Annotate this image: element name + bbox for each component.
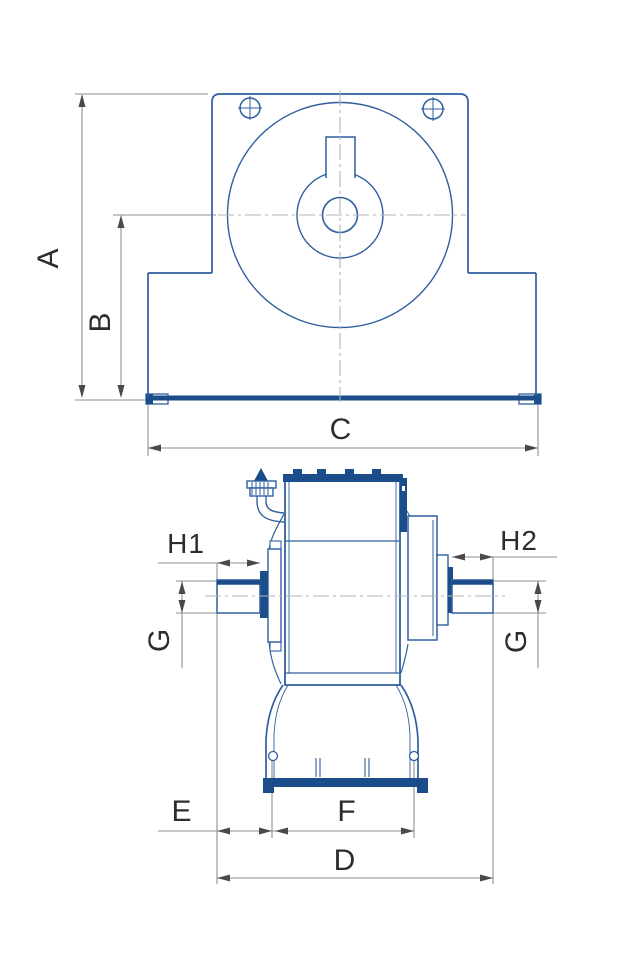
dim-label-F: F [337,795,357,828]
side-top-bolts [293,469,381,474]
centerlines [205,90,505,597]
side-base-foot-right [417,787,428,793]
dim-label-G-right: G [500,628,533,654]
dim-label-G-left: G [143,627,176,653]
side-foot-bolt-right [408,750,420,762]
dim-label-H1: H1 [167,528,205,559]
dim-label-C: C [329,413,353,446]
side-body-split-lines [286,540,399,674]
side-pedestal-flare-inner [273,684,411,778]
side-rear-block [407,515,438,641]
side-corner-bolt [402,486,405,491]
side-base-foot-left [263,787,274,793]
side-view [216,468,494,793]
dim-label-B: B [84,311,117,333]
dim-label-A: A [32,247,65,269]
dimension-lines [75,93,557,884]
front-foot-pad-right [534,394,541,404]
screw-left-icon [238,96,262,120]
breather-valve-icon [246,468,285,523]
dim-label-E: E [171,795,193,828]
side-base-slots [315,758,370,777]
front-housing-body [147,272,537,396]
side-left-hub-step-bottom [269,641,282,652]
side-corner-rib [400,478,407,532]
side-left-bearing-cap [260,571,268,618]
side-casting-curves [268,513,409,685]
dimension-arrows [78,94,542,882]
front-view [145,93,542,405]
dim-label-D: D [333,844,357,877]
side-left-hub-step-top [269,540,282,550]
front-foot-pad-left [146,394,153,404]
side-right-bearing-cap [448,567,453,613]
screw-right-icon [421,97,445,121]
side-base-plate [263,778,428,787]
side-top-cover [283,474,403,482]
side-main-body [284,477,401,686]
dim-label-H2: H2 [500,525,538,556]
side-right-hub-plate [436,554,449,626]
side-body-inner-lines [288,482,397,673]
side-foot-bolt-left [267,750,279,762]
side-pedestal-flare [265,684,419,778]
